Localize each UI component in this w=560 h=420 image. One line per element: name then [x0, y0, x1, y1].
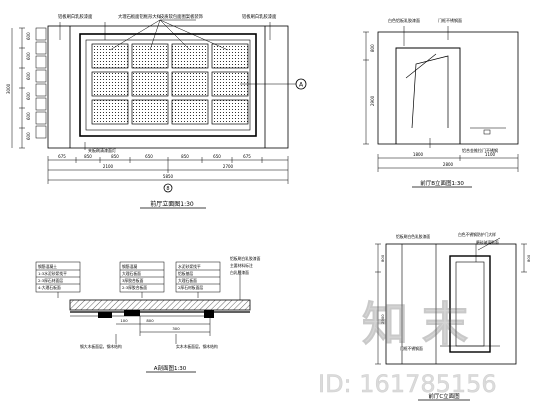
section-mark-label: A [299, 82, 304, 89]
bottom-dim-6: 650 [213, 154, 221, 159]
door-opening [395, 47, 461, 144]
sec-left-label-3: 2:3厚石材面层 [38, 278, 63, 283]
c-door-frame [449, 255, 491, 353]
b-elevation-title: 前厅B立面图1:30 [420, 179, 464, 187]
callout-4: 铝板刷白乳胶漆面 [242, 13, 277, 20]
bottom-dimension-chain [47, 156, 289, 184]
b-bottom-dim-1: 1800 [413, 152, 424, 157]
sec-right-label-2: 铝板基层 [178, 271, 193, 276]
left-dim-4: 600 [26, 92, 31, 100]
watermark-id: ID: 161785156 [318, 370, 497, 398]
bottom-sub-1: 2100 [103, 164, 114, 169]
bottom-dim-4: 650 [145, 154, 153, 159]
sec-left-label-2: 1:3水泥砂浆找平 [38, 271, 67, 276]
left-dim-5: 600 [26, 112, 31, 120]
section-label-blocks [35, 261, 241, 300]
sec-right-label-1: 水泥砂浆找平 [178, 264, 201, 269]
b-left-dim-1: 800 [370, 44, 375, 52]
leader-lines [59, 19, 296, 150]
section-a-drawing: 钢筋混凝土 1:3水泥砂浆找平 2:3厚石材面层 4:大理石板面 钢筋混凝 大理… [35, 256, 261, 373]
left-stone-strip [35, 27, 47, 139]
section-a-title: A剖面图1:30 [154, 364, 187, 372]
b-callout-2: 门框不锈钢面 [438, 17, 462, 23]
bottom-dim-2: 850 [84, 154, 92, 159]
callout-3: 皮质软包面图案板装饰 [160, 13, 204, 20]
b-elevation-drawing: 白色铝板乳胶漆面 门框不锈钢面 铝合金推拉门不锈钢 800 2900 1800 … [363, 17, 519, 188]
sec-far-label-2: 主要材料标注 [230, 263, 253, 268]
sec-dim-3: 300 [172, 326, 180, 331]
front-elevation-drawing: A 铝板刷白乳胶漆面 大理石板面铝框形大样 皮质软包面图案板装饰 铝板刷白乳胶漆… [6, 13, 307, 209]
bottom-sub-2: 2700 [223, 164, 234, 169]
sec-bottom-note-1: 钢大木板面层，钢木结构 [80, 344, 122, 349]
left-dim-3: 600 [26, 72, 31, 80]
front-elevation-title: 前厅立面图1:30 [150, 200, 194, 208]
sec-left-label-4: 4:大理石板面 [38, 285, 61, 290]
watermark: 知末 ID: 161785156 [318, 297, 497, 399]
c-bottom-note: 门框不锈钢面 [400, 346, 423, 351]
c-left-dim-1: 800 [380, 254, 385, 262]
sec-far-label-3: 白乳胶漆面 [230, 270, 249, 275]
c-elevation-outline [385, 243, 517, 365]
elevation-outline [47, 25, 289, 149]
axis-mark-label: 8 [166, 186, 169, 192]
c-elevation-title: 前厅C立面图 [428, 392, 460, 400]
sec-far-label-1: 铝板刷白乳胶漆面 [230, 256, 261, 261]
sec-mid-label-2: 大理石板面 [122, 271, 141, 276]
b-bottom-dim-3: 1100 [485, 152, 496, 157]
sec-right-label-4: 2厚石材板面层 [178, 285, 203, 290]
left-dim-6: 600 [26, 132, 31, 140]
bottom-dim-7: 675 [243, 154, 251, 159]
sec-mid-label-1: 钢筋混凝 [122, 264, 137, 269]
bottom-dim-1: 675 [58, 154, 66, 159]
bottom-dim-5: 850 [181, 154, 189, 159]
sec-right-label-3: 大理石板面 [178, 278, 197, 283]
c-left-dim-2: 2900 [380, 314, 385, 324]
left-dimension-chain [11, 27, 25, 149]
callout-1: 铝板刷白乳胶漆面 [58, 13, 93, 20]
left-dim-total: 3000 [6, 83, 11, 94]
left-dim-1: 600 [26, 32, 31, 40]
b-callout-1: 白色铝板乳胶漆面 [388, 17, 420, 23]
b-bottom-note: 铝合金推拉门不锈钢 [462, 147, 498, 153]
sec-mid-label-3: 3厚胶合板面 [122, 278, 144, 283]
central-frame [79, 33, 257, 137]
door-leaf [411, 55, 449, 129]
callout-2: 大理石板面铝框形大样 [118, 13, 162, 20]
bottom-dim-3: 850 [111, 154, 119, 159]
sec-dim-2: 800 [146, 318, 154, 323]
bottom-total: 5850 [163, 174, 174, 179]
b-left-dim-2: 2900 [370, 95, 375, 106]
section-wall-band [69, 299, 251, 311]
c-right-dim-1: 800 [526, 254, 531, 262]
c-callout-1: 铝板刷白色乳胶漆面 [396, 234, 430, 239]
watermark-logo: 知末 [362, 297, 482, 351]
sec-bottom-note-2: 实木木板面层，钢木结构 [176, 344, 218, 349]
left-dim-2: 600 [26, 52, 31, 60]
sec-left-label-1: 钢筋混凝土 [38, 264, 57, 269]
c-elevation-drawing: 铝板刷白色乳胶漆面 白色不锈钢防护门大样 磨砂玻璃贴面 门框不锈钢面 800 2… [375, 232, 531, 401]
callout-5: 夹板刷清漆面灯 [88, 147, 116, 153]
sec-dim-1: 100 [120, 318, 128, 323]
softpack-panel-grid [91, 43, 249, 125]
section-mark-circle [295, 78, 307, 90]
c-callout-3: 磨砂玻璃贴面 [476, 240, 499, 245]
c-callout-2: 白色不锈钢防护门大样 [458, 232, 496, 237]
sec-mid-label-4: 2:3厚胶合板面 [122, 285, 147, 290]
axis-mark-circle [163, 183, 173, 193]
b-bottom-dim-2: 2800 [443, 162, 454, 167]
